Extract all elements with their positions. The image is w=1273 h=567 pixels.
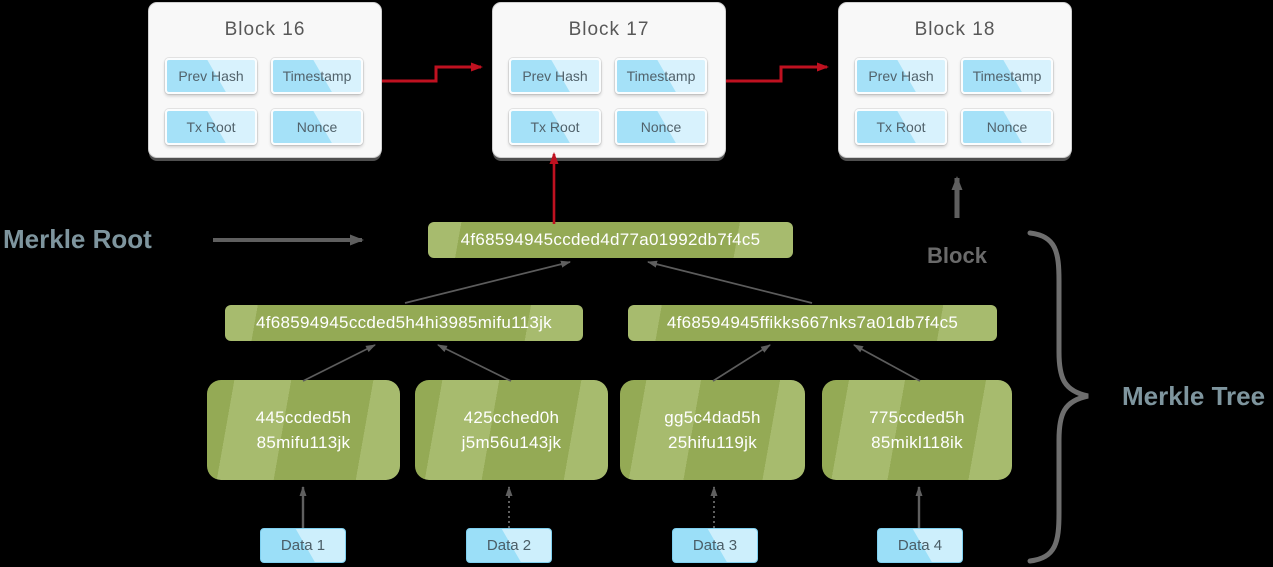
hash-text-line1: 445ccded5h <box>255 408 352 427</box>
red-chain-arrow-block16-to-17 <box>382 62 483 83</box>
block-title: Block 17 <box>568 19 650 40</box>
field-label: Tx Root <box>876 119 926 135</box>
hash-text-line2: 85mikl118ik <box>871 433 963 452</box>
field-label: Tx Root <box>186 119 236 135</box>
edge-leaf3-to-branchright <box>712 344 771 382</box>
tx-root-field: Tx Root <box>855 109 947 145</box>
data-label: Data 1 <box>280 537 326 554</box>
red-chain-arrow-block17-to-18 <box>726 62 829 83</box>
leaf-hash-node-3: gg5c4dad5h 25hifu119jk <box>620 380 805 480</box>
data-box-3: Data 3 <box>672 528 758 563</box>
hash-text-line2: 25hifu119jk <box>668 433 757 452</box>
merkle-tree-label: Merkle Tree <box>1122 381 1266 411</box>
prev-hash-field: Prev Hash <box>855 58 947 94</box>
merkle-root-label: Merkle Root <box>3 224 152 254</box>
leaf-hash-node-2: 425cched0h j5m56u143jk <box>415 380 608 480</box>
block-card-17: Block 17 Prev Hash Timestamp Tx Root Non… <box>492 2 726 158</box>
hash-text-line2: j5m56u143jk <box>461 433 562 452</box>
data-box-1: Data 1 <box>260 528 346 563</box>
data-label: Data 3 <box>692 537 738 554</box>
block-title: Block 16 <box>224 19 306 40</box>
block-title: Block 18 <box>914 19 996 40</box>
nonce-field: Nonce <box>271 109 363 145</box>
nonce-field: Nonce <box>615 109 707 145</box>
field-label: Prev Hash <box>522 68 588 84</box>
hash-text-line2: 85mifu113jk <box>256 433 351 452</box>
merkle-root-hash-node: 4f68594945ccded4d77a01992db7f4c5 <box>428 222 793 258</box>
block-label: Block <box>927 243 987 268</box>
hash-text-line1: 425cched0h <box>463 408 560 427</box>
block-card-16: Block 16 Prev Hash Timestamp Tx Root Non… <box>148 2 382 158</box>
data-box-2: Data 2 <box>466 528 552 563</box>
prev-hash-field: Prev Hash <box>509 58 601 94</box>
edge-branchleft-to-root <box>404 260 571 304</box>
block-card-18: Block 18 Prev Hash Timestamp Tx Root Non… <box>838 2 1072 158</box>
hash-text: 4f68594945ccded5h4hi3985mifu113jk <box>256 313 552 332</box>
timestamp-field: Timestamp <box>271 58 363 94</box>
leaf-hash-node-1: 445ccded5h 85mifu113jk <box>207 380 400 480</box>
hash-text-line1: gg5c4dad5h <box>664 408 761 427</box>
nonce-field: Nonce <box>961 109 1053 145</box>
merkle-tree-brace <box>1027 230 1089 564</box>
leaf-hash-node-4: 775ccded5h 85mikl118ik <box>822 380 1012 480</box>
branch-hash-node-right: 4f68594945ffikks667nks7a01db7f4c5 <box>628 305 997 341</box>
edge-leaf4-to-branchright <box>853 344 921 382</box>
prev-hash-field: Prev Hash <box>165 58 257 94</box>
timestamp-field: Timestamp <box>615 58 707 94</box>
data-label: Data 2 <box>486 537 532 554</box>
field-label: Timestamp <box>972 68 1042 84</box>
field-label: Nonce <box>986 119 1028 135</box>
hash-text: 4f68594945ccded4d77a01992db7f4c5 <box>460 230 761 249</box>
field-label: Prev Hash <box>178 68 244 84</box>
edge-branchright-to-root <box>647 260 813 304</box>
tx-root-field: Tx Root <box>509 109 601 145</box>
field-label: Timestamp <box>626 68 696 84</box>
data-box-4: Data 4 <box>877 528 963 563</box>
data-label: Data 4 <box>897 537 943 554</box>
field-label: Nonce <box>640 119 682 135</box>
edge-leaf2-to-branchleft <box>437 344 512 382</box>
field-label: Tx Root <box>530 119 580 135</box>
hash-text-line1: 775ccded5h <box>869 408 965 427</box>
hash-text: 4f68594945ffikks667nks7a01db7f4c5 <box>666 313 959 332</box>
field-label: Prev Hash <box>868 68 934 84</box>
timestamp-field: Timestamp <box>961 58 1053 94</box>
field-label: Nonce <box>296 119 338 135</box>
field-label: Timestamp <box>282 68 352 84</box>
edge-leaf1-to-branchleft <box>302 344 376 382</box>
branch-hash-node-left: 4f68594945ccded5h4hi3985mifu113jk <box>225 305 583 341</box>
tx-root-field: Tx Root <box>165 109 257 145</box>
